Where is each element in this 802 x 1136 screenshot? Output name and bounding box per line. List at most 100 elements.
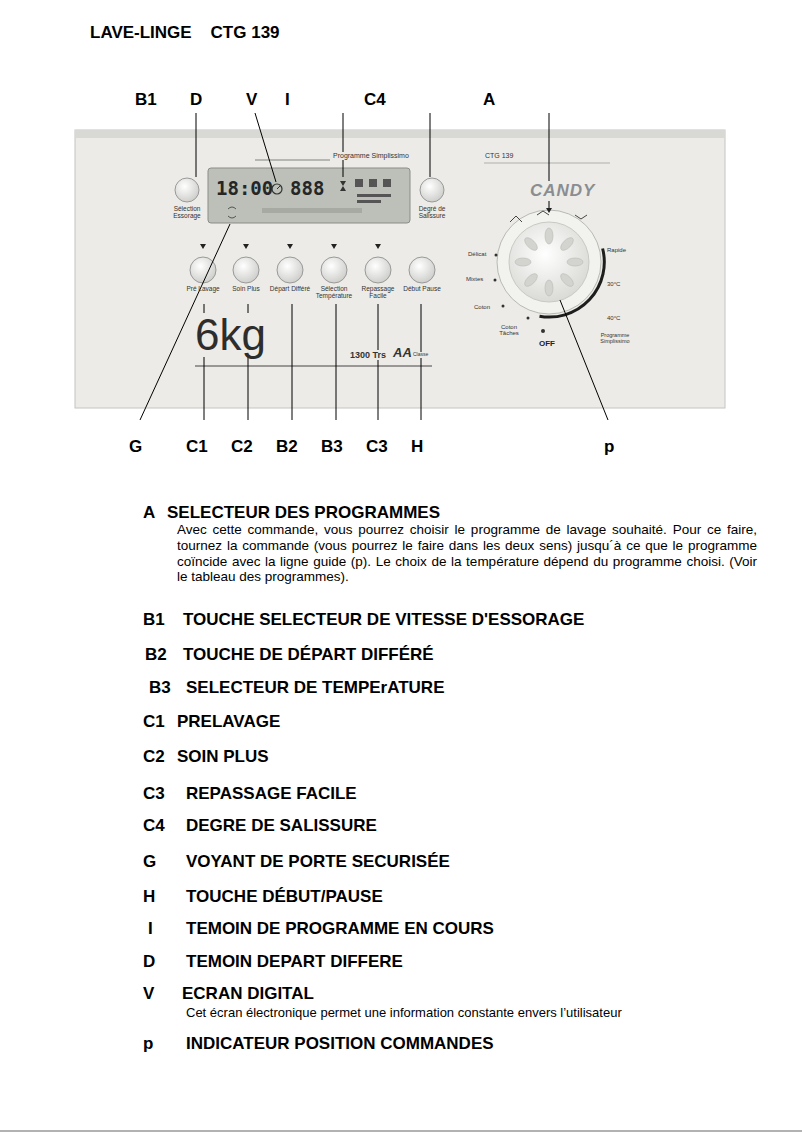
item-heading: TEMOIN DEPART DIFFERE: [186, 952, 403, 972]
leader-line: [255, 113, 276, 182]
dial-knob: [509, 222, 589, 302]
item-letter: A: [143, 503, 155, 523]
push-button: [233, 257, 259, 283]
node-text: Délicat: [468, 251, 486, 258]
callout-letter: G: [129, 437, 142, 457]
soil-icon: [355, 179, 363, 187]
node-text: Pré Lavage: [178, 286, 228, 293]
item-heading: INDICATEUR POSITION COMMANDES: [186, 1034, 494, 1054]
marker: [287, 244, 293, 249]
push-button: Repassage Facile: [353, 255, 403, 305]
ridge: [523, 236, 540, 253]
node-text: CANDY: [528, 181, 597, 201]
marker: [200, 244, 206, 249]
capacity-rule: [195, 366, 432, 367]
item-letter: V: [143, 984, 154, 1004]
leader-line: [378, 304, 379, 420]
node-text: 18:00: [216, 178, 273, 200]
marker: [375, 244, 381, 249]
item-letter: B3: [149, 678, 171, 698]
push-button: Pré Lavage: [178, 255, 228, 305]
marker: [243, 244, 249, 249]
hourglass-icon: [340, 181, 346, 191]
callout-letter: p: [604, 437, 614, 457]
item-letter: p: [143, 1034, 153, 1054]
item-letter: H: [143, 887, 155, 907]
panel-top-edge: [75, 130, 725, 138]
item-heading: TOUCHE DE DÉPART DIFFÉRÉ: [183, 645, 434, 665]
panel-body: [75, 130, 725, 408]
node-text: 6kg: [195, 313, 266, 357]
callout-letter: D: [190, 90, 202, 110]
node-text: Sélection Température: [309, 286, 359, 300]
leader-line: [560, 300, 608, 420]
callout-letter: C1: [186, 437, 208, 457]
leader-line: [343, 113, 344, 177]
leader-line: [336, 304, 337, 420]
dial-ring: [497, 210, 601, 314]
callout-letter: C3: [366, 437, 388, 457]
soil-icon: [369, 179, 377, 187]
dot: [541, 329, 545, 333]
knob-ridges: [515, 228, 583, 296]
item-heading: SELECTEUR DES PROGRAMMES: [167, 503, 440, 523]
ridge: [559, 272, 576, 289]
node-text: Sélection Essorage: [167, 206, 207, 220]
item-heading: TOUCHE DÉBUT/PAUSE: [186, 887, 383, 907]
item-letter: I: [148, 919, 153, 939]
leader-line: [292, 304, 293, 420]
push-button: [175, 178, 199, 202]
item-letter: C3: [143, 784, 165, 804]
item-heading: ECRAN DIGITAL: [182, 984, 314, 1004]
timer-hand: [277, 186, 280, 189]
push-button: Sélection Température: [309, 255, 359, 305]
item-description: Cet écran électronique permet une inform…: [186, 1006, 622, 1021]
node-text: Coton: [474, 304, 490, 311]
ridge: [545, 228, 553, 244]
push-button: Départ Différé: [265, 255, 315, 305]
node-text: AA: [393, 346, 412, 361]
temperature-segments: [262, 208, 362, 213]
page-rule: [0, 1130, 802, 1132]
node-text: 888: [290, 178, 324, 200]
item-heading: PRELAVAGE: [177, 712, 280, 732]
push-button: Début Pause: [397, 255, 447, 305]
soil-icon: [383, 179, 391, 187]
push-button: [277, 257, 303, 283]
item-letter: B2: [145, 645, 167, 665]
ridge: [523, 272, 540, 289]
item-heading: SOIN PLUS: [177, 747, 269, 767]
item-heading: SELECTEUR DE TEMPErATURE: [186, 678, 445, 698]
leader-line: [421, 304, 422, 420]
control-panel: Programme SimplissimoCTG 139CANDY6kg1300…: [75, 130, 725, 408]
node-text: OFF: [539, 339, 555, 348]
ridge: [545, 280, 553, 296]
leader-lines: [140, 113, 608, 420]
push-button: [409, 257, 435, 283]
node-text: Rapide: [607, 247, 626, 254]
callout-letter: H: [411, 437, 423, 457]
item-heading: TEMOIN DE PROGRAMME EN COURS: [186, 919, 494, 939]
callout-letter: I: [285, 90, 290, 110]
item-heading: DEGRE DE SALISSURE: [186, 816, 377, 836]
node-text: Mixtes: [466, 276, 483, 283]
marker: [331, 244, 337, 249]
push-button: [190, 257, 216, 283]
node-text: Programme Simplissimo: [333, 152, 409, 160]
item-letter: G: [143, 852, 156, 872]
door-lock-indicator: [228, 207, 236, 218]
node-text: CTG 139: [485, 152, 513, 160]
item-letter: B1: [143, 610, 165, 630]
node-text: Degré de Salissure: [412, 206, 452, 220]
ridge: [567, 258, 583, 266]
item-heading: TOUCHE SELECTEUR DE VITESSE D'ESSORAGE: [183, 610, 584, 630]
lcd-window: [208, 168, 410, 223]
node-text: Départ Différé: [265, 286, 315, 293]
push-button: [420, 178, 444, 202]
item-letter: C2: [143, 747, 165, 767]
node-text: 40°C: [607, 315, 620, 322]
callout-letter: C2: [231, 437, 253, 457]
push-button: Sélection Essorage: [167, 177, 207, 227]
guide-mark: [546, 208, 552, 213]
